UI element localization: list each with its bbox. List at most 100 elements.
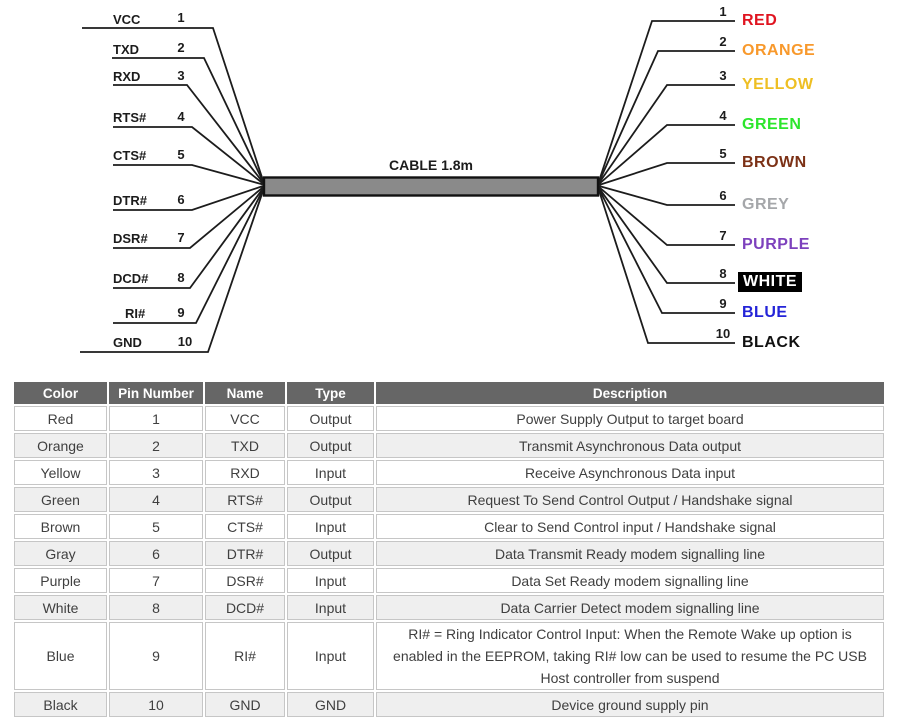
cell-name: DSR# bbox=[205, 568, 285, 593]
cell-pin-number: 7 bbox=[109, 568, 203, 593]
cell-description: Receive Asynchronous Data input bbox=[376, 460, 884, 485]
wire-color-label-orange: ORANGE bbox=[742, 42, 816, 59]
wire-left-10 bbox=[80, 190, 264, 353]
signal-label-cts: CTS# bbox=[113, 148, 147, 163]
cell-type: Input bbox=[287, 460, 374, 485]
cell-pin-number: 2 bbox=[109, 433, 203, 458]
cell-pin-number: 6 bbox=[109, 541, 203, 566]
table-row-pin3: Yellow 3 RXD Input Receive Asynchronous … bbox=[14, 460, 884, 485]
wire-color-label-brown: BROWN bbox=[742, 154, 807, 171]
signal-label-ri: RI# bbox=[125, 306, 146, 321]
cell-description: Clear to Send Control input / Handshake … bbox=[376, 514, 884, 539]
wire-color-label-purple: PURPLE bbox=[742, 236, 810, 253]
signal-label-dcd: DCD# bbox=[113, 271, 149, 286]
wire-color-label-red: RED bbox=[742, 12, 778, 29]
wire-color-label-black: BLACK bbox=[742, 334, 801, 351]
wire-left-6 bbox=[113, 185, 264, 211]
pinout-table-container: Color Pin Number Name Type Description R… bbox=[12, 380, 886, 719]
cell-color: Gray bbox=[14, 541, 107, 566]
left-pin-number-5: 5 bbox=[177, 147, 185, 162]
cell-description: Transmit Asynchronous Data output bbox=[376, 433, 884, 458]
right-pin-number-7: 7 bbox=[719, 228, 727, 243]
column-header-pin-number: Pin Number bbox=[109, 382, 203, 404]
cell-color: Orange bbox=[14, 433, 107, 458]
cell-type: Input bbox=[287, 568, 374, 593]
cell-pin-number: 8 bbox=[109, 595, 203, 620]
cell-type: GND bbox=[287, 692, 374, 717]
wire-right-5 bbox=[598, 162, 735, 186]
table-row-pin10: Black 10 GND GND Device ground supply pi… bbox=[14, 692, 884, 717]
cell-pin-number: 1 bbox=[109, 406, 203, 431]
right-pin-number-8: 8 bbox=[719, 266, 727, 281]
wire-color-label-yellow: YELLOW bbox=[742, 76, 814, 93]
left-pin-number-2: 2 bbox=[177, 40, 185, 55]
wire-left-2 bbox=[112, 57, 264, 182]
table-row-pin9: Blue 9 RI# Input RI# = Ring Indicator Co… bbox=[14, 622, 884, 690]
left-pin-number-8: 8 bbox=[177, 270, 185, 285]
wire-color-label-green: GREEN bbox=[742, 116, 802, 133]
cell-pin-number: 10 bbox=[109, 692, 203, 717]
cell-type: Input bbox=[287, 514, 374, 539]
right-pin-number-4: 4 bbox=[719, 108, 727, 123]
wire-right-9 bbox=[598, 188, 735, 314]
table-row-pin8: White 8 DCD# Input Data Carrier Detect m… bbox=[14, 595, 884, 620]
cell-pin-number: 9 bbox=[109, 622, 203, 690]
right-pin-number-9: 9 bbox=[719, 296, 727, 311]
cell-color: Black bbox=[14, 692, 107, 717]
table-header-row: Color Pin Number Name Type Description bbox=[14, 382, 884, 404]
cell-description: Data Set Ready modem signalling line bbox=[376, 568, 884, 593]
left-pin-number-3: 3 bbox=[177, 68, 185, 83]
wire-color-label-grey: GREY bbox=[742, 196, 790, 213]
cell-color: Yellow bbox=[14, 460, 107, 485]
right-pin-number-6: 6 bbox=[719, 188, 727, 203]
cell-color: Brown bbox=[14, 514, 107, 539]
cell-name: GND bbox=[205, 692, 285, 717]
wire-right-7 bbox=[598, 186, 735, 246]
left-pin-number-9: 9 bbox=[177, 305, 185, 320]
cell-color: Red bbox=[14, 406, 107, 431]
cell-type: Output bbox=[287, 487, 374, 512]
cell-type: Input bbox=[287, 595, 374, 620]
signal-label-dtr: DTR# bbox=[113, 193, 147, 208]
cell-pin-number: 5 bbox=[109, 514, 203, 539]
left-pin-number-4: 4 bbox=[177, 109, 185, 124]
wire-right-2 bbox=[598, 50, 735, 183]
column-header-name: Name bbox=[205, 382, 285, 404]
cell-color: White bbox=[14, 595, 107, 620]
table-row-pin5: Brown 5 CTS# Input Clear to Send Control… bbox=[14, 514, 884, 539]
cell-name: CTS# bbox=[205, 514, 285, 539]
column-header-color: Color bbox=[14, 382, 107, 404]
cell-name: RXD bbox=[205, 460, 285, 485]
cell-description: Request To Send Control Output / Handsha… bbox=[376, 487, 884, 512]
wire-left-4 bbox=[113, 126, 264, 185]
cell-description: Device ground supply pin bbox=[376, 692, 884, 717]
cell-name: DTR# bbox=[205, 541, 285, 566]
cell-color: Blue bbox=[14, 622, 107, 690]
signal-label-dsr: DSR# bbox=[113, 231, 148, 246]
cell-type: Output bbox=[287, 433, 374, 458]
cell-color: Green bbox=[14, 487, 107, 512]
cell-description: RI# = Ring Indicator Control Input: When… bbox=[376, 622, 884, 690]
wire-right-8 bbox=[598, 187, 735, 284]
cell-description: Data Carrier Detect modem signalling lin… bbox=[376, 595, 884, 620]
cell-pin-number: 4 bbox=[109, 487, 203, 512]
wire-left-9 bbox=[113, 189, 264, 324]
table-row-pin6: Gray 6 DTR# Output Data Transmit Ready m… bbox=[14, 541, 884, 566]
right-pin-number-1: 1 bbox=[719, 4, 727, 19]
cell-name: DCD# bbox=[205, 595, 285, 620]
wire-right-10 bbox=[598, 190, 735, 344]
right-pin-number-5: 5 bbox=[719, 146, 727, 161]
wire-color-label-blue: BLUE bbox=[742, 304, 788, 321]
cell-name: VCC bbox=[205, 406, 285, 431]
wire-right-4 bbox=[598, 124, 735, 185]
wire-left-8 bbox=[113, 187, 264, 289]
pinout-table: Color Pin Number Name Type Description R… bbox=[12, 380, 886, 719]
cell-description: Power Supply Output to target board bbox=[376, 406, 884, 431]
column-header-description: Description bbox=[376, 382, 884, 404]
wire-right-1 bbox=[598, 20, 735, 182]
wire-left-7 bbox=[113, 186, 264, 249]
cell-name: RTS# bbox=[205, 487, 285, 512]
wire-right-6 bbox=[598, 185, 735, 206]
cell-color: Purple bbox=[14, 568, 107, 593]
cell-pin-number: 3 bbox=[109, 460, 203, 485]
